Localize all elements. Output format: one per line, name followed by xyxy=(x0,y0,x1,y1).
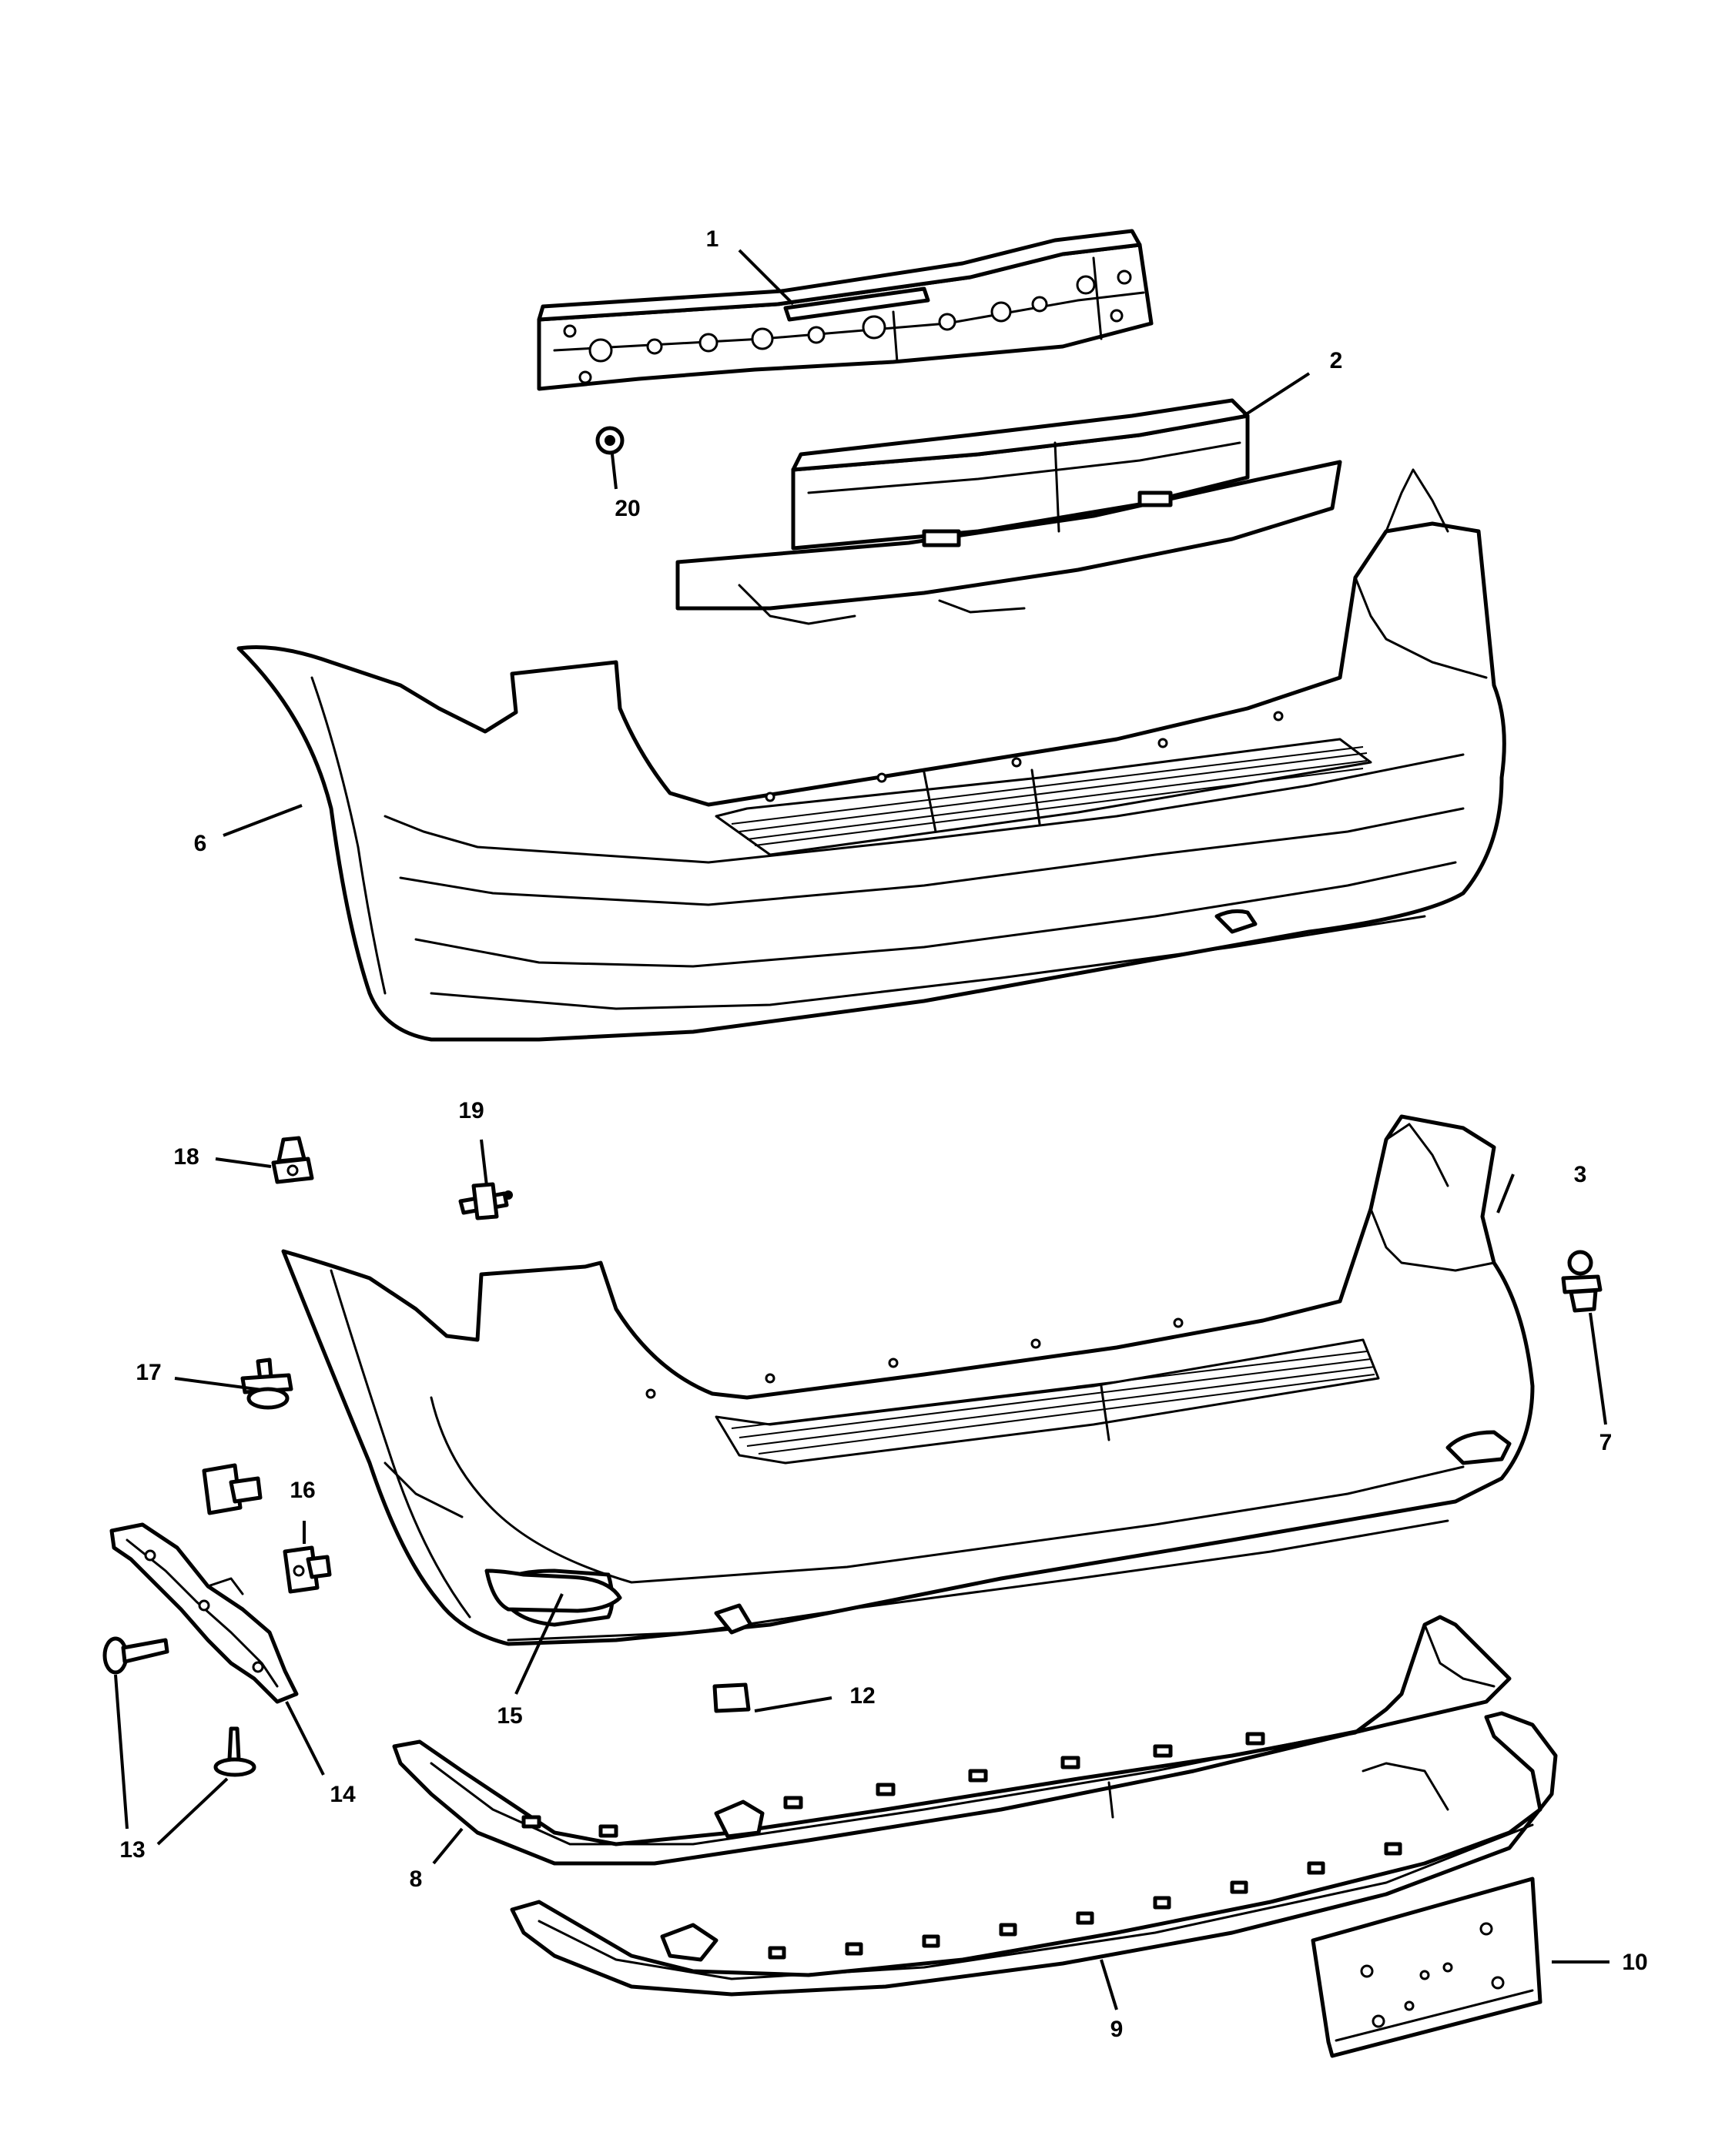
callout-12: 12 xyxy=(849,1683,875,1709)
clip-20 xyxy=(595,426,625,455)
push-pin-17 xyxy=(240,1358,293,1410)
callout-labels: 1 2 3 6 7 8 9 10 12 13 14 15 16 17 18 19… xyxy=(119,226,1647,2042)
reinforcement-beam xyxy=(537,229,1154,391)
callout-3: 3 xyxy=(1574,1162,1587,1187)
cap-12 xyxy=(712,1682,751,1713)
callout-9: 9 xyxy=(1110,2017,1124,2042)
callout-15: 15 xyxy=(497,1703,522,1729)
bracket-14 xyxy=(109,1522,299,1704)
license-plate-bracket xyxy=(1311,1876,1542,2058)
lower-fascia xyxy=(392,1615,1512,1866)
callout-1: 1 xyxy=(706,226,719,252)
callout-14: 14 xyxy=(330,1782,356,1807)
nut-18 xyxy=(271,1136,314,1184)
callout-20: 20 xyxy=(615,496,640,521)
callout-18: 18 xyxy=(173,1144,199,1170)
callout-19: 19 xyxy=(458,1098,484,1123)
clips-16 xyxy=(202,1463,332,1594)
fasteners-13 xyxy=(102,1636,256,1777)
bumper-assembly xyxy=(236,468,1506,1042)
push-pin-7 xyxy=(1561,1250,1603,1313)
callout-7: 7 xyxy=(1599,1430,1613,1455)
push-pin-19 xyxy=(458,1182,513,1220)
callout-13: 13 xyxy=(119,1837,145,1863)
leader-lines xyxy=(114,249,1609,2010)
callout-6: 6 xyxy=(194,831,207,856)
callout-17: 17 xyxy=(136,1360,161,1385)
lower-valance xyxy=(510,1711,1558,1997)
callout-8: 8 xyxy=(410,1866,423,1892)
callout-2: 2 xyxy=(1330,348,1343,373)
callout-16: 16 xyxy=(290,1478,315,1503)
energy-absorber xyxy=(675,398,1342,625)
callout-10: 10 xyxy=(1622,1950,1647,1975)
lamp-bezel xyxy=(484,1568,622,1613)
fascia xyxy=(281,1114,1535,1646)
